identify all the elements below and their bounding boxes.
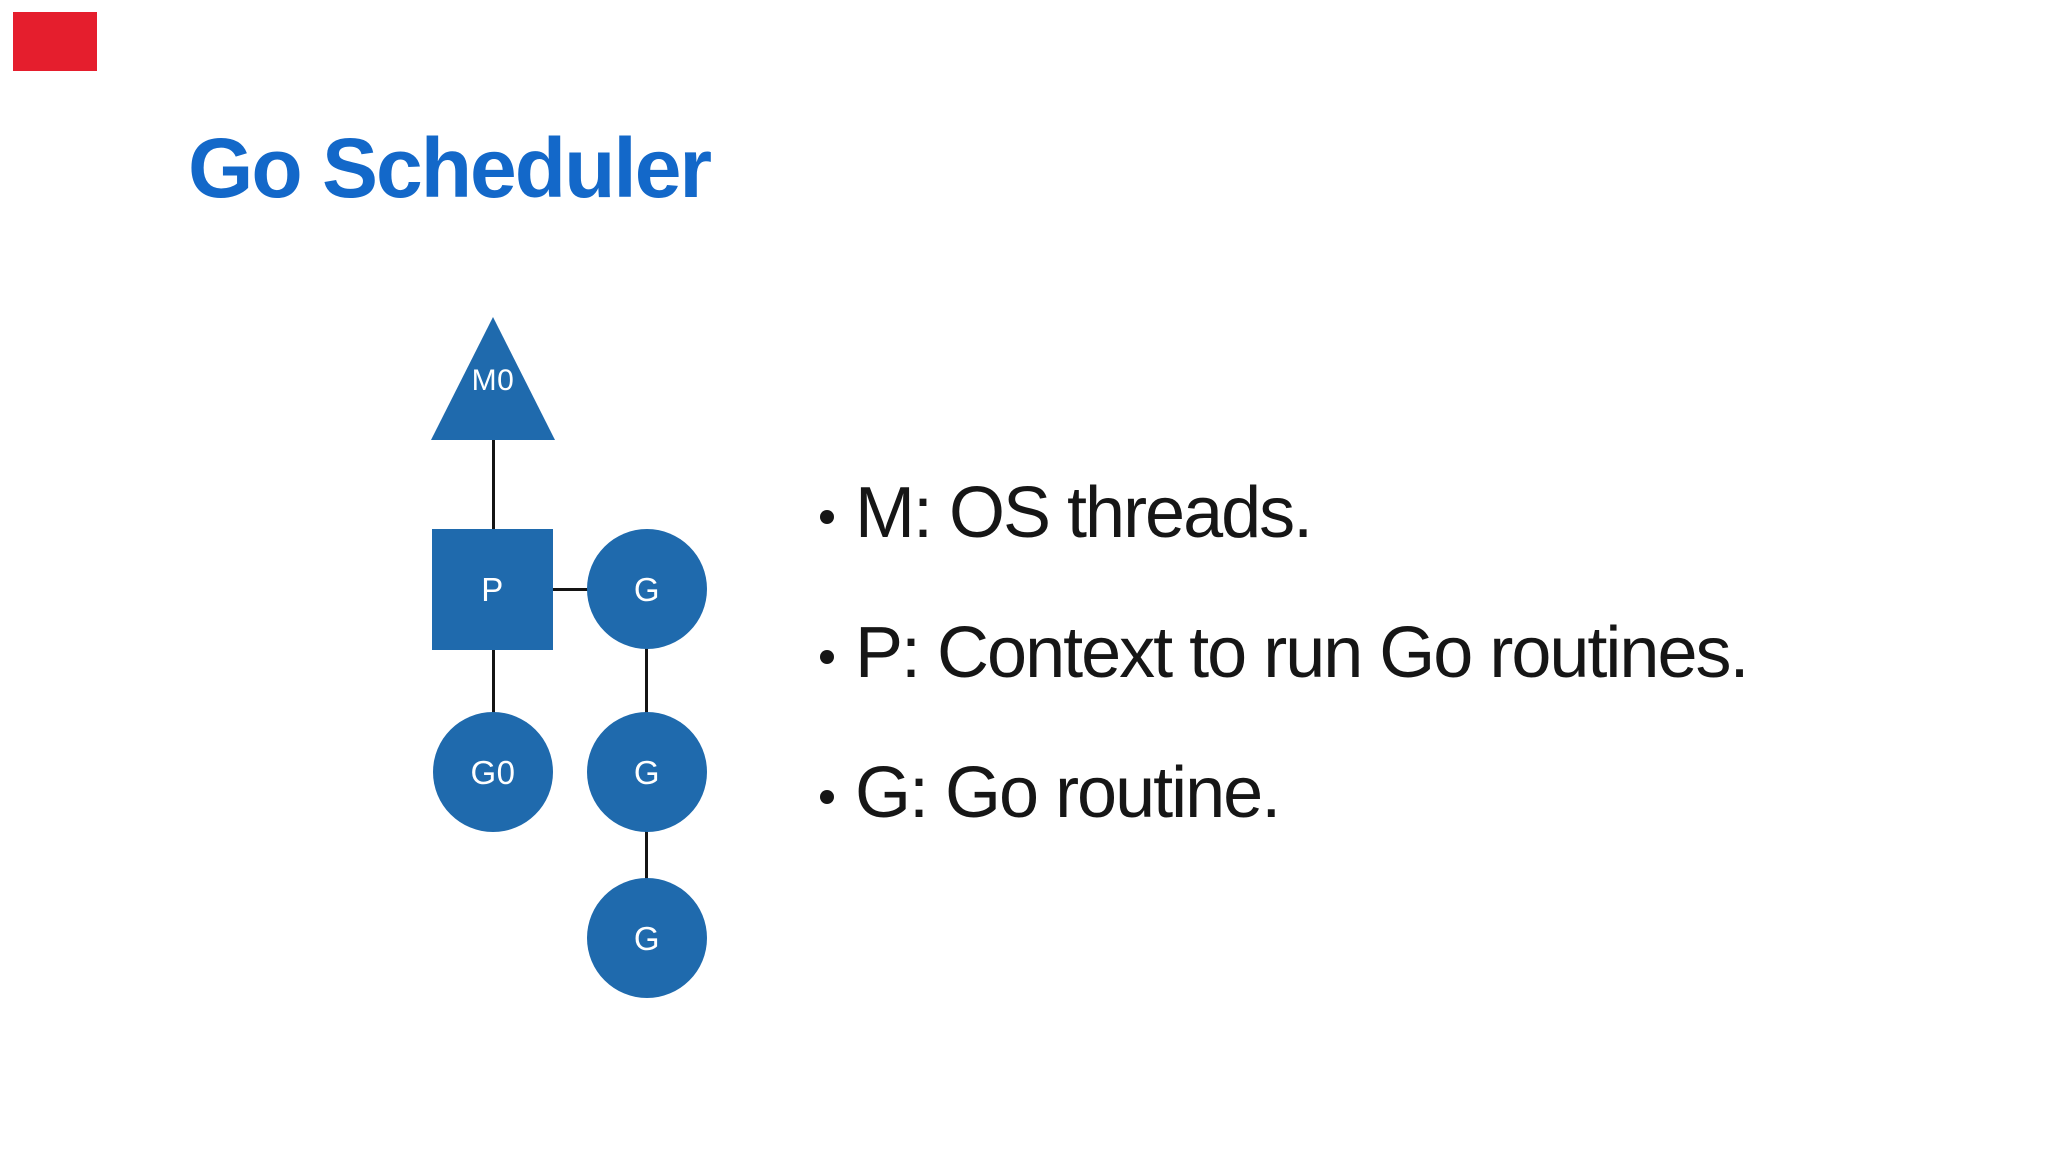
legend-bullet-list: M: OS threads. P: Context to run Go rout… (820, 473, 1749, 895)
node-g0-label: G0 (470, 753, 516, 791)
bullet-text-g: G: Go routine. (855, 753, 1281, 833)
bullet-text-p: P: Context to run Go routines. (855, 613, 1749, 693)
bullet-dot-icon (820, 510, 834, 524)
node-g-label: G (633, 919, 661, 957)
recording-indicator (13, 12, 97, 71)
bullet-dot-icon (820, 790, 834, 804)
list-item: P: Context to run Go routines. (820, 613, 1749, 693)
connector-p-to-g0 (492, 649, 495, 713)
node-m0-label: M0 (471, 364, 515, 397)
node-g-label: G (633, 570, 661, 608)
node-g-circle-right: G (587, 529, 707, 649)
connector-g-to-g (645, 648, 648, 713)
node-m0-triangle: M0 (431, 317, 555, 440)
node-p-square: P (432, 529, 553, 650)
node-g0-circle: G0 (433, 712, 553, 832)
list-item: M: OS threads. (820, 473, 1748, 553)
node-p-label: P (481, 571, 504, 608)
connector-p-to-g (551, 588, 588, 591)
bullet-dot-icon (820, 650, 834, 664)
list-item: G: Go routine. (820, 753, 1748, 833)
page-title: Go Scheduler (188, 121, 712, 215)
node-g-circle-middle: G (587, 712, 707, 832)
node-g-circle-bottom: G (587, 878, 707, 998)
connector-m0-to-p (492, 439, 495, 530)
connector-g-to-g2 (645, 831, 648, 879)
node-g-label: G (633, 753, 661, 791)
bullet-text-m: M: OS threads. (855, 473, 1313, 553)
